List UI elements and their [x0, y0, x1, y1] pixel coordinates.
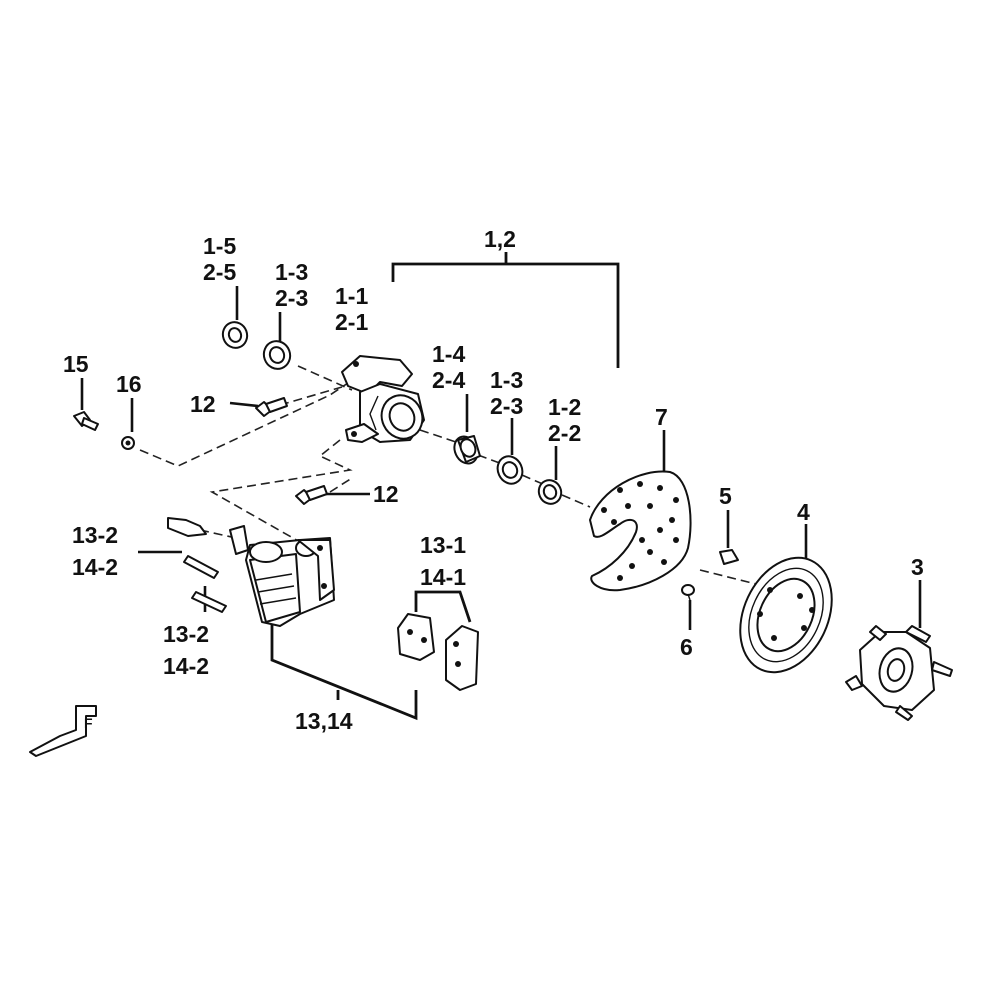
front-mark-letter: F [84, 715, 93, 731]
bolt-12-upper [255, 397, 288, 417]
wheel-hub-3 [845, 625, 953, 721]
label-14-2-lower: 14-2 [163, 653, 209, 679]
bolt-12-lower [295, 485, 328, 505]
label-1-3-lower: 1-3 [490, 367, 523, 393]
label-13-1: 13-1 [420, 532, 466, 558]
label-14-2-upper: 14-2 [72, 554, 118, 580]
label-5: 5 [719, 483, 732, 509]
brake-rotor-4 [739, 556, 833, 674]
label-1-2-group: 1,2 [484, 226, 516, 252]
label-6: 6 [680, 634, 693, 660]
screw-6 [681, 584, 695, 601]
front-direction-mark: F [29, 705, 97, 757]
label-1-5: 1-5 [203, 233, 236, 259]
label-16: 16 [116, 371, 142, 397]
bleeder-valve-13-2 [167, 517, 207, 537]
label-2-2: 2-2 [548, 420, 581, 446]
leader-lines [80, 286, 922, 630]
label-3: 3 [911, 554, 924, 580]
label-2-3-lower: 2-3 [490, 393, 523, 419]
brake-pad-13-1 [397, 613, 479, 691]
spacer-1-4 [453, 435, 481, 465]
label-12-lower: 12 [373, 481, 399, 507]
label-1-4: 1-4 [432, 341, 465, 367]
label-1-2: 1-2 [548, 394, 581, 420]
slide-pin-14-2-lower [191, 591, 227, 613]
bearing-1-3-lower [496, 455, 524, 485]
washer-16 [121, 436, 135, 450]
label-2-1: 2-1 [335, 309, 368, 335]
disc-holes [601, 481, 679, 581]
label-2-4: 2-4 [432, 367, 465, 393]
label-13-2-upper: 13-2 [72, 522, 118, 548]
label-14-1: 14-1 [420, 564, 466, 590]
steering-knuckle-1-1 [341, 355, 425, 443]
label-12-upper: 12 [190, 391, 216, 417]
label-1-1: 1-1 [335, 283, 368, 309]
assembly-dash-lines [139, 365, 761, 586]
label-7: 7 [655, 404, 668, 430]
oil-seal-1-2 [537, 479, 563, 505]
label-4: 4 [797, 499, 810, 525]
brake-disc-7 [589, 470, 692, 592]
label-13-14: 13,14 [295, 708, 353, 734]
label-13-2-lower: 13-2 [163, 621, 209, 647]
bearing-1-3-upper [262, 340, 292, 370]
bolt-5 [719, 549, 739, 565]
bolt-15 [73, 411, 99, 431]
label-15: 15 [63, 351, 89, 377]
group-brackets [270, 252, 620, 721]
oil-seal-1-5 [221, 321, 249, 349]
label-2-3-upper: 2-3 [275, 285, 308, 311]
callout-labels: 1-5 2-5 1-3 2-3 1-1 2-1 1,2 1-4 2-4 1-3 … [63, 226, 924, 734]
brake-caliper-13 [229, 525, 335, 627]
label-1-3-upper: 1-3 [275, 259, 308, 285]
slide-pin-14-2-upper [183, 555, 219, 579]
label-2-5: 2-5 [203, 259, 236, 285]
